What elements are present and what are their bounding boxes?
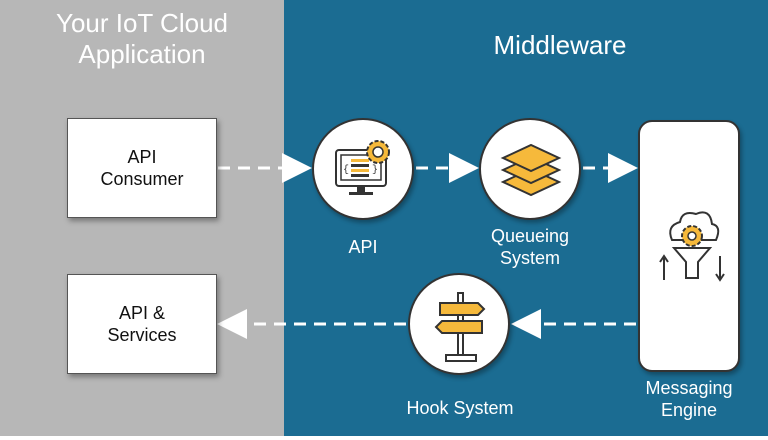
messaging-engine-label: Messaging Engine <box>645 378 733 420</box>
api-consumer-box: API Consumer <box>67 118 217 218</box>
messaging-engine-node <box>638 120 740 372</box>
middleware-title: Middleware <box>493 30 627 60</box>
api-node: { } <box>312 118 414 220</box>
cloud-gear-funnel-icon <box>659 211 725 282</box>
queueing-node <box>479 118 581 220</box>
cloud-application-title: Your IoT Cloud Application <box>55 8 228 69</box>
svg-text:}: } <box>372 164 378 176</box>
hook-system-node <box>408 273 510 375</box>
api-services-box: API & Services <box>67 274 217 374</box>
queueing-label: Queueing System <box>490 226 570 268</box>
svg-text:{: { <box>343 164 349 176</box>
api-label: API <box>348 237 378 257</box>
hook-system-label: Hook System <box>406 398 514 418</box>
monitor-gear-icon: { } <box>335 140 390 195</box>
signpost-icon <box>434 292 486 362</box>
stacked-layers-icon <box>500 143 562 197</box>
